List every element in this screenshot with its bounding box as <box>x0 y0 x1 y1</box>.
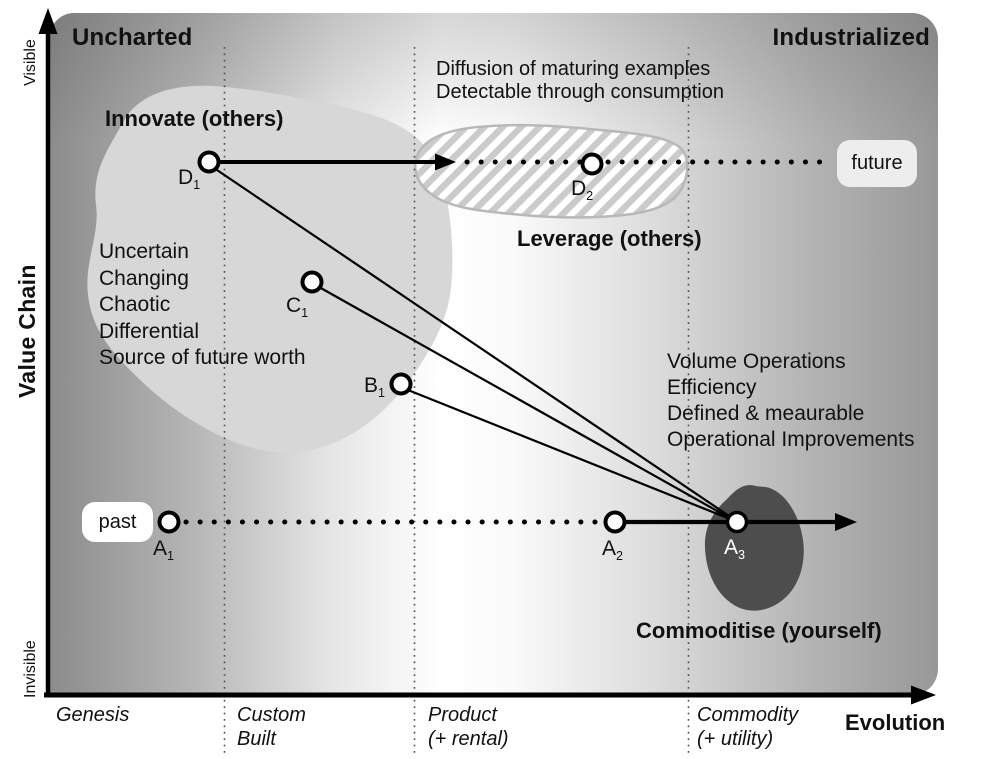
point-b1[interactable] <box>389 372 413 396</box>
past-pill-label: past <box>98 510 137 533</box>
uncharted-trait: Differential <box>99 319 199 343</box>
y-axis-visible-label: Visible <box>22 39 39 86</box>
line-c1-to-a3 <box>318 286 736 522</box>
line-b1-to-a3 <box>407 388 736 523</box>
point-label-a1: A1 <box>153 537 175 564</box>
point-a3[interactable] <box>725 510 749 534</box>
diffusion-note-line2: Detectable through consumption <box>436 81 724 103</box>
uncharted-trait: Source of future worth <box>99 346 306 369</box>
uncharted-traits-list: Uncertain Changing Chaotic Differential … <box>99 239 306 372</box>
uncharted-trait: Changing <box>99 266 189 290</box>
point-label-d2: D2 <box>571 177 594 204</box>
innovate-region-label: Innovate (others) <box>105 106 284 131</box>
past-pill: past <box>82 502 153 542</box>
innovate-region-blob <box>87 85 453 453</box>
arrow-a2-a3-head <box>835 513 857 531</box>
uncharted-heading: Uncharted <box>72 24 193 51</box>
point-label-b1: B1 <box>364 374 386 401</box>
uncharted-trait: Chaotic <box>99 293 171 316</box>
x-axis-arrowhead <box>911 685 936 705</box>
stage-label-genesis: Genesis <box>56 704 130 726</box>
commoditise-region-label: Commoditise (yourself) <box>636 618 882 643</box>
uncharted-trait: Uncertain <box>99 240 189 263</box>
industrialized-heading: Industrialized <box>772 24 930 51</box>
industrial-traits-list: Volume Operations Efficiency Defined & m… <box>667 349 914 453</box>
future-pill: future <box>837 140 917 187</box>
industrial-trait: Operational Improvements <box>667 428 915 451</box>
leverage-region-label: Leverage (others) <box>517 226 702 251</box>
point-label-a2: A2 <box>602 537 624 564</box>
industrial-trait: Volume Operations <box>667 350 846 373</box>
commoditise-region-blob <box>704 485 804 611</box>
point-d1[interactable] <box>197 150 221 174</box>
arrow-d1-head <box>435 153 456 171</box>
future-pill-label: future <box>851 152 903 174</box>
point-label-d1: D1 <box>178 166 201 193</box>
x-axis-title: Evolution <box>845 710 946 735</box>
diffusion-note: Diffusion of maturing examples Detectabl… <box>436 58 724 104</box>
point-a1[interactable] <box>157 510 181 534</box>
leverage-region-blob <box>414 123 689 219</box>
stage-label-product: Product (+ rental) <box>428 704 509 750</box>
point-c1[interactable] <box>300 270 324 294</box>
y-axis-title: Value Chain <box>14 264 40 398</box>
point-d2[interactable] <box>580 152 604 176</box>
stage-label-custom-built: Custom Built <box>237 704 306 750</box>
stage-label-commodity: Commodity (+ utility) <box>697 704 799 750</box>
point-label-c1: C1 <box>286 294 309 321</box>
line-d1-to-a3 <box>213 167 736 521</box>
point-label-a3: A3 <box>724 536 746 563</box>
point-a2[interactable] <box>603 510 627 534</box>
industrial-trait: Defined & meaurable <box>667 402 865 425</box>
y-axis-invisible-label: Invisible <box>22 640 39 698</box>
industrial-trait: Efficiency <box>667 376 757 399</box>
y-axis-arrowhead <box>38 8 58 34</box>
diffusion-note-line1: Diffusion of maturing examples <box>436 58 711 80</box>
